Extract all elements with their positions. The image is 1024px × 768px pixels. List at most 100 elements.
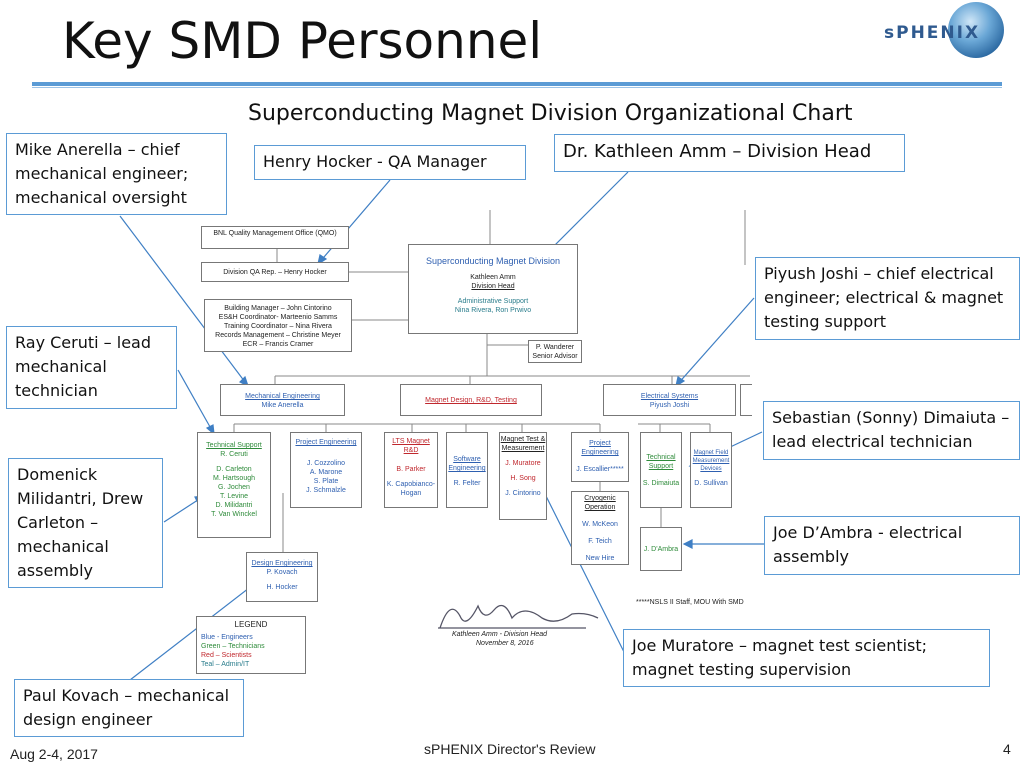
facilities-box: Building Manager – John Cintorino ES&H C… [204,299,352,352]
globe-icon [948,2,1004,58]
legend-box: LEGEND Blue - Engineers Green – Technici… [196,616,306,674]
legend-item: Teal – Admin/IT [201,661,250,668]
footer-date: Aug 2-4, 2017 [10,746,98,762]
callout-amm: Dr. Kathleen Amm – Division Head [554,134,905,172]
facilities-line: Records Management – Christine Meyer [215,332,341,339]
proj-eng-member: S. Plate [313,478,339,485]
cryo-member: F. Teich [588,538,612,545]
mech-eng-box: Mechanical Engineering Mike Anerella [220,384,345,416]
cryo-member: W. McKeon [582,521,618,528]
magnet-test-member: H. Song [510,475,536,482]
slide-title: Key SMD Personnel [62,12,543,70]
magnet-test-box: Magnet Test & Measurement J. Muratore H.… [499,432,547,520]
magnet-test-title: Magnet Test & Measurement [500,436,546,452]
design-eng-title: Design Engineering [251,560,313,567]
nsls-note: *****NSLS II Staff, MOU With SMD [636,599,744,606]
cryo-member: New Hire [585,555,615,562]
design-eng-box: Design Engineering P. Kovach H. Hocker [246,552,318,602]
proj-eng-box: Project Engineering J. Cozzolino A. Maro… [290,432,362,508]
facilities-line: ECR – Francis Cramer [242,341,314,348]
proj-eng-title: Project Engineering [295,439,357,446]
e-proj-eng-member: J. Escallier***** [576,466,624,473]
signature-block: Kathleen Amm - Division Head November 8,… [452,630,572,648]
lts-member: K. Capobianco-Hogan [386,481,436,497]
soft-eng-box: Software Engineering R. Felter [446,432,488,508]
division-head-box: Superconducting Magnet Division Kathleen… [408,244,578,334]
magnet-design-title: Magnet Design, R&D, Testing [425,397,517,404]
e-tech-support-box: Technical Support S. Dimaiuta [640,432,682,508]
callout-muratore: Joe Muratore – magnet test scientist; ma… [623,629,990,687]
tech-support-member: T. Levine [219,493,249,500]
callout-joshi: Piyush Joshi – chief electrical engineer… [755,257,1020,340]
facilities-line: Building Manager – John Cintorino [224,305,332,312]
e-proj-eng-box: Project Engineering J. Escallier***** [571,432,629,482]
elec-systems-head: Piyush Joshi [649,402,690,409]
lts-title: LTS Magnet R&D [392,438,430,454]
legend-title: LEGEND [234,620,268,629]
page-number: 4 [1003,741,1011,757]
lts-box: LTS Magnet R&D B. Parker K. Capobianco-H… [384,432,438,508]
qmo-label: BNL Quality Management Office (QMO) [213,230,337,237]
mech-eng-title: Mechanical Engineering [245,393,320,400]
proj-eng-member: A. Marone [309,469,343,476]
qa-rep-label: Division QA Rep. – Henry Hocker [223,269,327,276]
advisor-box: P. Wanderer Senior Advisor [528,340,582,363]
facilities-line: ES&H Coordinator- Marteenio Samms [218,314,338,321]
legend-item: Blue - Engineers [201,634,253,641]
signature-date: November 8, 2016 [476,640,534,647]
soft-eng-title: Software Engineering [448,456,486,472]
advisor-name: P. Wanderer [535,344,575,351]
footer-title: sPHENIX Director's Review [424,741,596,757]
elec-systems-title: Electrical Systems [640,393,699,400]
dambra-name: J. D'Ambra [643,546,679,553]
signature-name: Kathleen Amm - Division Head [452,631,548,638]
qa-rep-box: Division QA Rep. – Henry Hocker [201,262,349,282]
mfm-box: Magnet Field Measurement Devices D. Sull… [690,432,732,508]
logo-text: sPHENIX [884,23,981,43]
callout-milidantri: Domenick Milidantri, Drew Carleton – mec… [8,458,163,588]
admin-support-names: Nina Rivera, Ron Prwivo [454,307,532,314]
legend-item: Green – Technicians [201,643,265,650]
admin-support-label: Administrative Support [457,298,529,305]
e-tech-support-member: S. Dimaiuta [642,480,680,487]
tech-support-lead: R. Ceruti [220,451,248,458]
magnet-design-box: Magnet Design, R&D, Testing [400,384,542,416]
proj-eng-member: J. Schmalzle [306,487,346,494]
legend-item: Red – Scientists [201,652,252,659]
magnet-test-member: J. Muratore [505,460,541,467]
elec-systems-box: Electrical Systems Piyush Joshi [603,384,736,416]
tech-support-member: D. Carleton [216,466,252,473]
e-tech-support-title: Technical Support [646,454,676,470]
head-role: Division Head [471,283,515,290]
callout-ceruti: Ray Ceruti – lead mechanical technician [6,326,177,409]
mfm-member: D. Sullivan [694,480,728,487]
facilities-line: Training Coordinator – Nina Rivera [224,323,332,330]
qmo-box: BNL Quality Management Office (QMO) [201,226,349,249]
callout-dimaiuta: Sebastian (Sonny) Dimaiuta – lead electr… [763,401,1020,460]
design-eng-member: P. Kovach [266,569,298,576]
tech-support-title: Technical Support [206,442,262,449]
title-rule-secondary [32,87,1002,88]
callout-dambra: Joe D’Ambra - electrical assembly [764,516,1020,575]
callout-anerella: Mike Anerella – chief mechanical enginee… [6,133,227,215]
tech-support-box: Technical Support R. Ceruti D. Carleton … [197,432,271,538]
mfm-title: Magnet Field Measurement Devices [692,450,730,472]
title-rule [32,82,1002,86]
design-eng-member: H. Hocker [266,584,298,591]
head-name: Kathleen Amm [470,274,516,281]
cryo-title: Cryogenic Operation [584,495,616,511]
division-title: Superconducting Magnet Division [425,256,561,266]
cropped-box [740,384,752,416]
tech-support-member: M. Hartsough [212,475,256,482]
chart-subtitle: Superconducting Magnet Division Organiza… [248,101,853,126]
callout-kovach: Paul Kovach – mechanical design engineer [14,679,244,737]
callout-hocker: Henry Hocker - QA Manager [254,145,526,180]
mech-eng-head: Mike Anerella [261,402,304,409]
tech-support-member: G. Jochen [218,484,250,491]
advisor-role: Senior Advisor [532,353,578,360]
cryo-box: Cryogenic Operation W. McKeon F. Teich N… [571,491,629,565]
proj-eng-member: J. Cozzolino [306,460,346,467]
tech-support-member: T. Van Winckel [211,511,257,518]
tech-support-member: D. Milidantri [215,502,253,509]
sphenix-logo: sPHENIX [884,2,1020,64]
